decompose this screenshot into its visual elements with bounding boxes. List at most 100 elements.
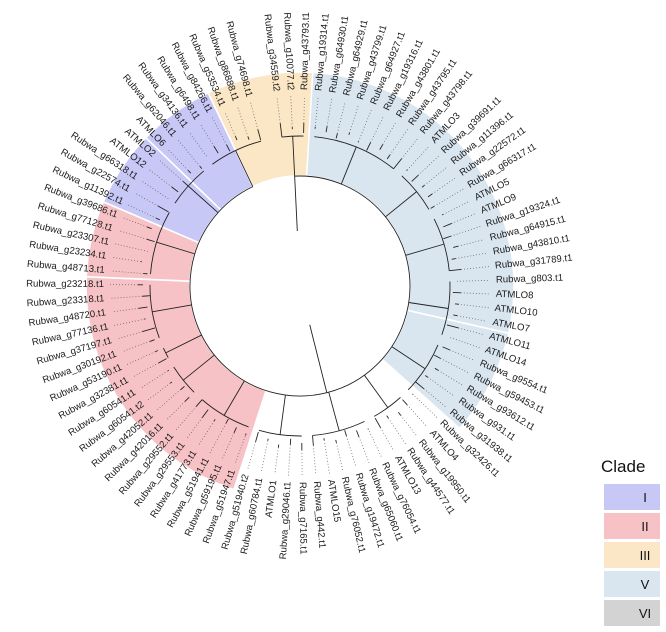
- tip-branch: [257, 129, 262, 141]
- leaf-connector: [312, 445, 317, 476]
- leaf-connector: [274, 447, 279, 475]
- tip-branch: [146, 226, 152, 230]
- leaf-connector: [336, 101, 346, 134]
- tip-branch: [397, 411, 402, 416]
- tip-branch: [453, 314, 458, 317]
- leaf-connector: [221, 432, 235, 460]
- leaf-connector: [323, 440, 330, 474]
- leaf-connector: [117, 331, 143, 340]
- tip-branch: [170, 381, 173, 384]
- legend-label-ii: II: [641, 519, 648, 534]
- tip-branch: [167, 369, 169, 372]
- leaf-connector: [442, 200, 471, 215]
- leaf-connector: [112, 256, 141, 263]
- tip-branch: [233, 427, 237, 434]
- tip-branch: [255, 432, 259, 442]
- leaf-connector: [276, 97, 281, 124]
- legend-label-iii: III: [640, 548, 651, 563]
- leaf-connector: [188, 131, 207, 157]
- tip-branch: [247, 136, 250, 140]
- leaf-connector: [139, 370, 169, 389]
- tip-branch: [158, 358, 167, 364]
- tip-branch: [157, 205, 169, 213]
- leaf-connector: [110, 270, 144, 274]
- group-stem: [235, 150, 254, 187]
- leaf-label: Rubwa_g23318.t1: [26, 293, 104, 309]
- leaf-connector: [457, 315, 487, 322]
- leaf-connector: [358, 436, 370, 464]
- leaf-connector: [431, 177, 457, 195]
- group-stem: [408, 302, 449, 309]
- tip-branch: [279, 123, 283, 138]
- tip-branch: [453, 245, 459, 248]
- leaf-connector: [211, 117, 227, 146]
- tip-branch: [393, 158, 403, 170]
- leaf-connector: [400, 415, 418, 437]
- group-arc: [312, 420, 365, 436]
- tip-branch: [180, 385, 185, 390]
- group-stem: [187, 185, 219, 213]
- leaf-connector: [458, 327, 484, 336]
- leaf-label: ATMLO15: [325, 479, 343, 523]
- backbone-arc: [189, 175, 411, 397]
- tip-branch: [182, 180, 189, 187]
- tip-branch: [402, 399, 408, 406]
- group-arc: [407, 344, 439, 391]
- group-stem: [156, 241, 195, 255]
- tip-branch: [195, 399, 203, 407]
- tip-branch: [325, 126, 328, 133]
- leaf-connector: [389, 129, 408, 156]
- tip-branch: [149, 339, 155, 342]
- tip-branch: [142, 327, 156, 333]
- tip-branch: [406, 169, 408, 172]
- tip-branch: [335, 439, 337, 443]
- leaf-connector: [450, 337, 480, 349]
- tip-branch: [312, 435, 314, 446]
- legend-swatch-v: [604, 571, 660, 597]
- leaf-label: ATMLO10: [494, 303, 538, 319]
- tip-branch: [184, 396, 190, 402]
- tip-branch: [374, 417, 381, 428]
- leaf-connector: [460, 292, 490, 295]
- leaf-connector: [349, 105, 359, 133]
- leaf-label: Rubwa_g23218.t1: [26, 279, 104, 291]
- group-stem: [391, 346, 426, 370]
- tip-branch: [201, 409, 209, 418]
- leaf-connector: [288, 444, 291, 476]
- legend-swatch-i: [604, 484, 660, 510]
- leaf-connector: [370, 115, 385, 143]
- tip-branch: [226, 144, 231, 152]
- leaf-connector: [260, 440, 269, 473]
- tree-branches: [138, 123, 462, 450]
- leaf-connector: [421, 166, 448, 188]
- group-stem: [292, 136, 296, 177]
- tip-branch: [142, 295, 151, 297]
- leaf-connector: [290, 96, 293, 128]
- tip-branch: [379, 144, 384, 150]
- tip-branch: [449, 269, 462, 272]
- leaf-connector: [234, 433, 247, 465]
- group-stem: [279, 394, 286, 435]
- leaf-connector: [127, 204, 157, 219]
- root-branch: [309, 324, 328, 393]
- tip-branch: [187, 169, 192, 174]
- leaf-connector: [197, 420, 215, 447]
- leaf-connector: [423, 388, 447, 408]
- tip-branch: [344, 430, 347, 437]
- tip-branch: [425, 375, 429, 378]
- leaf-connector: [132, 362, 159, 378]
- leaf-connector: [380, 427, 395, 452]
- leaf-connector: [382, 121, 397, 145]
- legend-title: Clade: [601, 457, 645, 476]
- leaf-connector: [406, 404, 428, 428]
- tip-branch: [356, 430, 360, 438]
- tip-branch: [146, 238, 155, 243]
- root-branch: [294, 176, 298, 232]
- group-stem: [165, 334, 202, 354]
- tip-branch: [442, 346, 451, 351]
- tip-branch: [434, 367, 439, 371]
- tip-branch: [138, 306, 148, 309]
- leaf-connector: [158, 159, 184, 182]
- leaf-label: ATMLO1: [264, 480, 280, 519]
